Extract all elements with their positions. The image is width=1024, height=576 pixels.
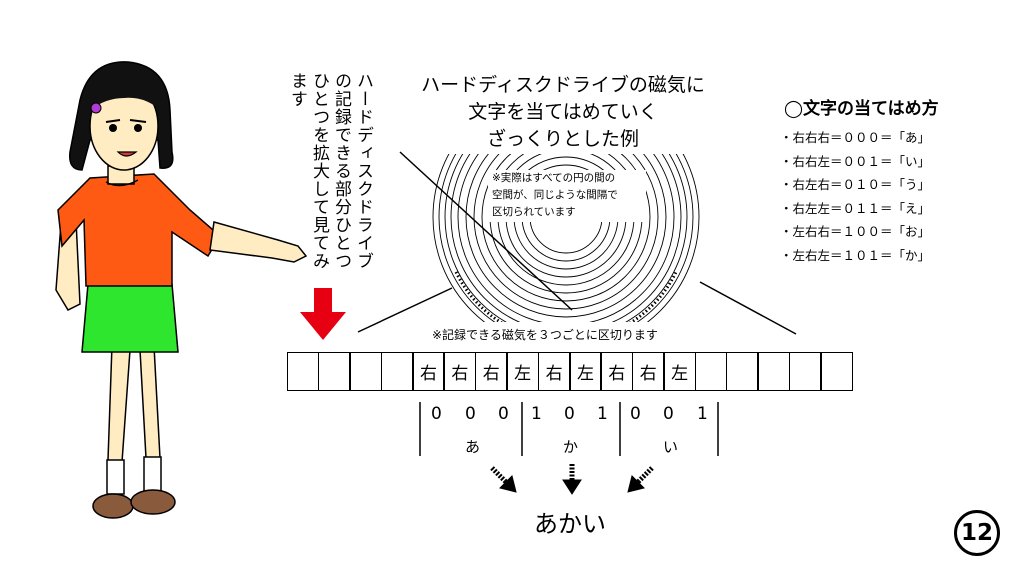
bit: 0: [663, 404, 674, 424]
magnetic-cell: 右: [412, 352, 445, 391]
magnetic-cell: 左: [569, 352, 602, 391]
magnetic-cell: [694, 352, 728, 391]
mapping-rule: ・右左右＝０１０＝「う」: [780, 177, 931, 192]
girl-illustration: [55, 61, 308, 519]
magnetic-cell: [757, 352, 791, 391]
magnetic-cell: 右: [631, 352, 665, 391]
page-number-badge: 12: [954, 510, 1000, 556]
bit: 0: [564, 404, 575, 424]
magnetic-cell: 右: [600, 352, 634, 391]
magnetic-cells: 右 右 右 左 右 左 右 右 左: [286, 352, 854, 391]
red-down-arrow-icon: [300, 288, 346, 340]
disk-note: ※実際はすべての円の間の 空間が、同じような間隔で 区切られています: [492, 172, 618, 218]
result-word: あかい: [534, 510, 606, 538]
decoded-char: あ: [465, 438, 481, 456]
mapping-rule: ・右右左＝００１＝「い」: [780, 153, 931, 169]
magnetic-cell: 右: [537, 352, 571, 391]
disk-note-backdrop: [488, 170, 646, 222]
decoded-char: か: [563, 438, 579, 456]
disk-title: ハードディスクドライブの磁気に 文字を当てはめていく ざっくりとした例: [421, 74, 705, 150]
vertical-caption: ハードディスクドライブの記録できる部分ひとつひとつを拡大して見てみます: [287, 72, 373, 270]
magnetic-cell: [788, 352, 822, 391]
magnetic-cell: [380, 352, 414, 391]
split-note: ※記録できる磁気を３つごとに区切ります: [432, 328, 658, 342]
bit: 0: [465, 404, 476, 424]
mapping-rule: ・右左左＝０１１＝「え」: [780, 200, 931, 216]
mapping-rule: ・右右右＝０００＝「あ」: [780, 130, 931, 145]
bit: 1: [597, 404, 608, 424]
mapping-title: ◯文字の当てはめ方: [784, 99, 939, 119]
magnetic-cell: [317, 352, 351, 391]
bit: 0: [630, 404, 641, 424]
mapping-rule: ・左右左＝１０１＝「か」: [780, 247, 931, 263]
decoded-char: い: [663, 438, 679, 456]
bit: 0: [498, 404, 509, 424]
magnetic-cell: 左: [663, 352, 697, 391]
magnetic-cell: [725, 352, 759, 391]
bit: 0: [431, 404, 442, 424]
magnetic-cell: 左: [506, 352, 540, 391]
bit: 1: [531, 404, 542, 424]
magnetic-cell: [286, 352, 320, 391]
magnetic-cell: [820, 352, 854, 391]
disk-title-backdrop: [410, 72, 716, 154]
magnetic-cell: 右: [443, 352, 477, 391]
magnetic-cell: 右: [474, 352, 508, 391]
mapping-rules: ・右右右＝０００＝「あ」 ・右右左＝００１＝「い」 ・右左右＝０１０＝「う」 ・…: [780, 126, 930, 267]
bit: 1: [697, 404, 708, 424]
mapping-rule: ・左右右＝１００＝「お」: [780, 224, 931, 239]
magnetic-cell: [349, 352, 383, 391]
